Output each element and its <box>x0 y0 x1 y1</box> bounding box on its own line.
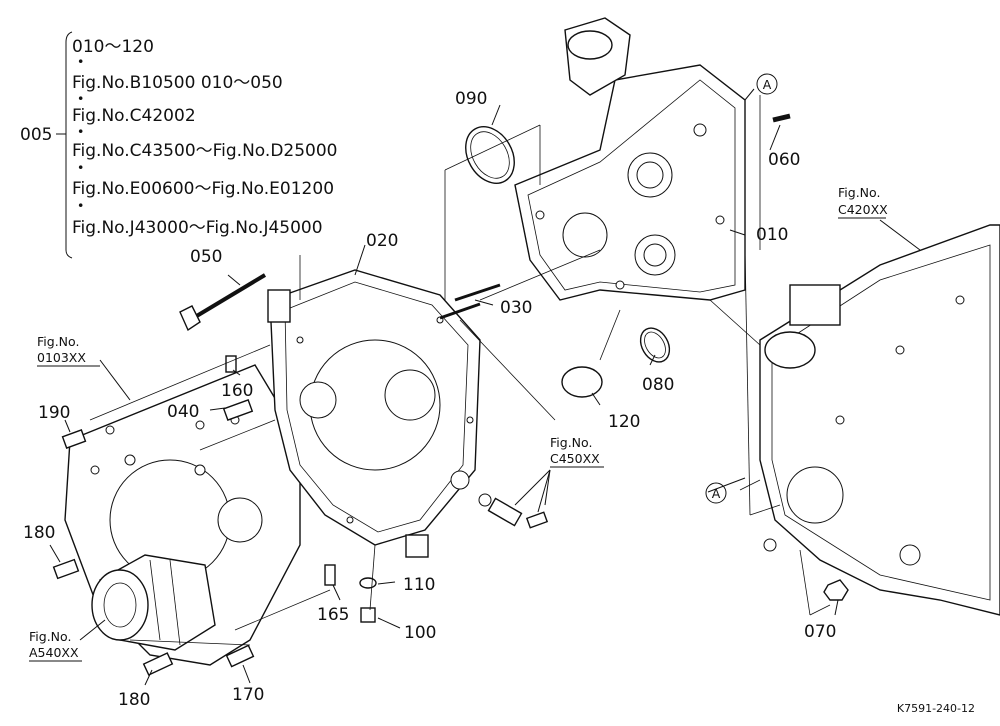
callout-labels: 020 010 030 040 050 060 070 080 090 100 … <box>23 89 836 710</box>
callout-165: 165 <box>317 605 349 625</box>
callout-060: 060 <box>768 150 800 170</box>
marker-a-top: A <box>756 73 778 95</box>
callout-030: 030 <box>500 298 532 318</box>
legend-bullet: • <box>77 124 84 139</box>
callout-120: 120 <box>608 412 640 432</box>
starter-motor <box>91 554 216 651</box>
legend-line-4: Fig.No.C43500～Fig.No.D25000 <box>72 141 337 161</box>
callout-020: 020 <box>366 231 398 251</box>
fig-ref-c450xx: Fig.No. C450XX <box>550 435 604 468</box>
legend-bullet: • <box>77 198 84 213</box>
leader-lines <box>49 88 921 686</box>
fig-ref-c420xx: Fig.No. C420XX <box>838 185 888 219</box>
callout-110: 110 <box>403 575 435 595</box>
callout-090: 090 <box>455 89 487 109</box>
fig-ref-c450xx-line1: Fig.No. <box>550 435 592 450</box>
legend-bullet: • <box>77 54 84 69</box>
legend-line-5: Fig.No.E00600～Fig.No.E01200 <box>72 179 334 199</box>
marker-a-top-letter: A <box>763 77 772 92</box>
fig-ref-c420xx-line2: C420XX <box>838 202 888 217</box>
callout-010: 010 <box>756 225 788 245</box>
callout-040: 040 <box>167 402 199 422</box>
drawing-code: K7591-240-12 <box>897 702 975 715</box>
legend-line-3: Fig.No.C42002 <box>72 106 196 126</box>
legend-line-2: Fig.No.B10500 010～050 <box>72 73 283 93</box>
legend-bullet: • <box>77 160 84 175</box>
small-parts <box>52 113 849 676</box>
fig-ref-a540xx: Fig.No. A540XX <box>29 629 82 662</box>
legend-line-1: 010～120 <box>72 37 154 57</box>
legend-line-6: Fig.No.J43000～Fig.No.J45000 <box>72 218 323 238</box>
fig-ref-0103xx-line1: Fig.No. <box>37 334 79 349</box>
assembly-lines <box>89 95 831 646</box>
fig-ref-c450xx-line2: C450XX <box>550 451 600 466</box>
legend-bullet: • <box>77 91 84 106</box>
marker-a-bottom-letter: A <box>712 486 721 501</box>
transmission-case <box>759 224 1000 616</box>
flywheel-housing <box>267 269 481 558</box>
fig-ref-a540xx-line2: A540XX <box>29 645 79 660</box>
fig-ref-0103xx: Fig.No. 0103XX <box>37 334 100 367</box>
callout-180-left: 180 <box>23 523 55 543</box>
fig-ref-a540xx-line1: Fig.No. <box>29 629 71 644</box>
callout-100: 100 <box>404 623 436 643</box>
callout-070: 070 <box>804 622 836 642</box>
fig-ref-c420xx-line1: Fig.No. <box>838 185 880 200</box>
legend-block: 005 010～120 • Fig.No.B10500 010～050 • Fi… <box>20 31 337 259</box>
callout-160: 160 <box>221 381 253 401</box>
legend-ref-005: 005 <box>20 125 52 145</box>
mid-case <box>514 17 746 301</box>
callout-180-bottom: 180 <box>118 690 150 710</box>
callout-050: 050 <box>190 247 222 267</box>
callout-170: 170 <box>232 685 264 705</box>
marker-a-bottom: A <box>705 482 727 504</box>
callout-080: 080 <box>642 375 674 395</box>
fig-ref-0103xx-line2: 0103XX <box>37 350 86 365</box>
callout-190: 190 <box>38 403 70 423</box>
